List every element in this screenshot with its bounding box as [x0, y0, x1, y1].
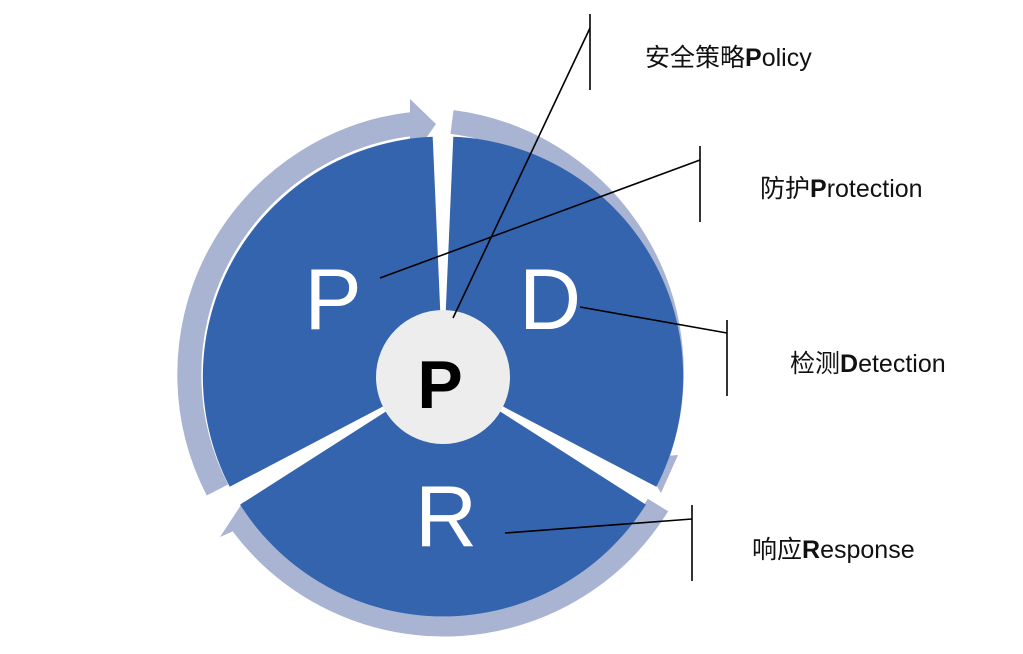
- label-protection-initial: P: [810, 175, 827, 203]
- leader-line-protection: [379, 159, 701, 279]
- ring-arc-p: [177, 112, 414, 496]
- label-response-rest: esponse: [820, 536, 915, 564]
- segment-r: [240, 375, 646, 617]
- label-protection-cn: 防护: [760, 174, 811, 203]
- ring-arc-r: [230, 498, 669, 637]
- label-protection-rest: rotection: [826, 175, 923, 203]
- label-policy-cn: 安全策略: [645, 43, 746, 72]
- leader-line-response: [504, 518, 693, 534]
- label-response-initial: R: [802, 536, 821, 564]
- center-letter: P: [417, 347, 462, 423]
- label-protection: 防护Protection: [760, 169, 923, 205]
- label-response-cn: 响应: [752, 535, 803, 564]
- leader-line-detection: [579, 306, 728, 334]
- label-policy: 安全策略Policy: [645, 38, 812, 74]
- label-detection-cn: 检测: [790, 349, 841, 378]
- center-circle: [376, 310, 510, 444]
- label-policy-initial: P: [745, 44, 762, 72]
- leader-lines: [379, 14, 728, 581]
- label-detection-rest: etection: [858, 350, 946, 378]
- label-detection: 检测Detection: [790, 344, 946, 380]
- segment-letter-r: R: [415, 469, 477, 565]
- segment-letter-p: P: [304, 252, 361, 348]
- label-response: 响应Response: [752, 530, 915, 566]
- leader-line-policy: [452, 27, 591, 319]
- label-detection-initial: D: [840, 350, 859, 378]
- segment-letter-d: D: [519, 252, 581, 348]
- label-policy-rest: olicy: [761, 44, 812, 72]
